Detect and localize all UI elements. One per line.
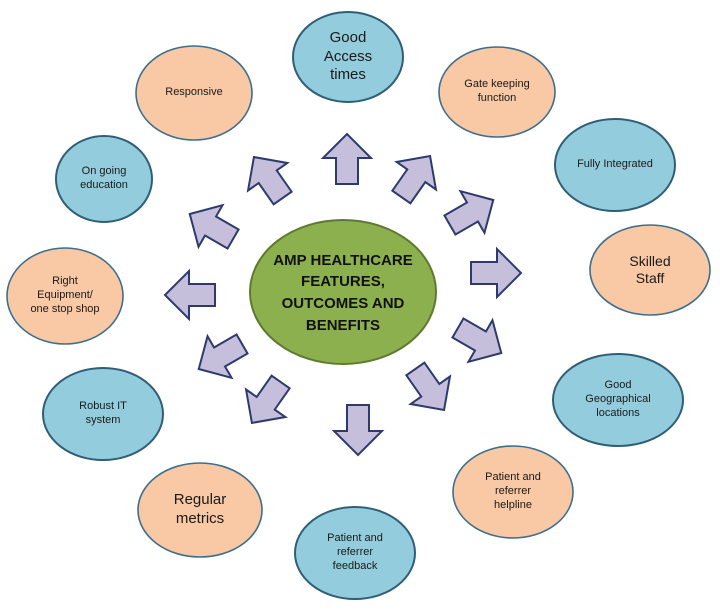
node-good-geographical-locations	[552, 353, 684, 447]
node-label-robust-it-system: Robust IT system	[79, 400, 127, 426]
node-label-ongoing-education: On going education	[80, 165, 128, 191]
node-regular-metrics	[137, 462, 263, 558]
node-label-patient-referrer-feedback: Patient and referrer feedback	[327, 532, 383, 572]
node-patient-referrer-feedback	[294, 506, 416, 600]
node-gate-keeping-function	[438, 46, 556, 138]
arrow-to-responsive	[246, 155, 294, 206]
arrow-to-fully-integrated	[443, 189, 495, 236]
arrow-to-patient-referrer-helpline	[404, 361, 452, 412]
node-label-good-access-times: Good Access times	[323, 28, 373, 84]
node-label-right-equipment: Right Equipment/ one stop shop	[30, 275, 100, 315]
node-label-gate-keeping-function: Gate keeping function	[464, 78, 530, 104]
arrow-to-right-equipment	[163, 268, 216, 322]
node-label-responsive: Responsive	[165, 86, 223, 99]
node-right-equipment	[6, 247, 124, 345]
arrow-to-good-geographical-locations	[451, 317, 503, 364]
arrow-to-regular-metrics	[244, 374, 292, 425]
arrow-to-patient-referrer-feedback	[331, 404, 385, 457]
node-good-access-times	[292, 11, 404, 103]
arrow-to-good-access-times	[320, 132, 374, 185]
node-patient-referrer-helpline	[452, 445, 574, 539]
node-fully-integrated	[554, 118, 676, 212]
node-label-regular-metrics: Regular metrics	[173, 491, 227, 527]
arrow-to-robust-it-system	[197, 333, 249, 380]
arrow-to-gate-keeping-function	[390, 154, 438, 205]
node-label-skilled-staff: Skilled Staff	[629, 252, 671, 287]
center-hub	[249, 219, 437, 365]
arrow-to-skilled-staff	[470, 246, 523, 300]
node-skilled-staff	[589, 224, 711, 316]
node-responsive	[135, 45, 253, 141]
node-label-patient-referrer-helpline: Patient and referrer helpline	[485, 471, 541, 511]
node-ongoing-education	[55, 135, 153, 223]
arrow-to-ongoing-education	[188, 203, 240, 250]
node-label-good-geographical-locations: Good Geographical locations	[585, 379, 651, 419]
node-robust-it-system	[42, 367, 164, 461]
node-label-fully-integrated: Fully Integrated	[577, 158, 653, 171]
center-title: AMP HEALTHCARE FEATURES, OUTCOMES AND BE…	[273, 251, 413, 334]
